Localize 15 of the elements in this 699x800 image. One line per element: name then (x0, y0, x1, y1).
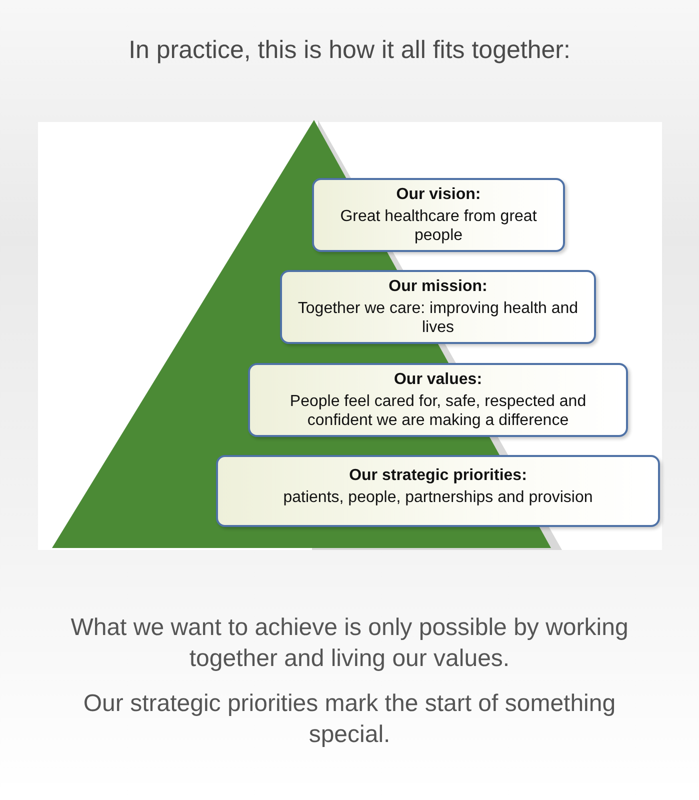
box-heading: Our mission: (388, 277, 488, 296)
text-box (312, 178, 565, 252)
box-heading: Our strategic priorities: (349, 466, 527, 485)
box-text: patients, people, partnerships and provision (283, 488, 593, 507)
box-text: People feel cared for, safe, respected and confident we are making a difference (288, 392, 588, 430)
title: In practice, this is how it all fits together: (128, 36, 572, 65)
text-box (216, 455, 660, 527)
paragraph: Our strategic priorities mark the start of something special. (82, 689, 617, 750)
box-heading: Our values: (394, 370, 482, 389)
text-box (280, 270, 596, 344)
paragraph: What we want to achieve is only possible by working together and living our values. (70, 613, 630, 674)
text-box (248, 363, 628, 437)
box-text: Together we care: improving health and lives (296, 299, 580, 337)
box-text: Great healthcare from great people (339, 207, 538, 245)
box-heading: Our vision: (396, 185, 481, 204)
